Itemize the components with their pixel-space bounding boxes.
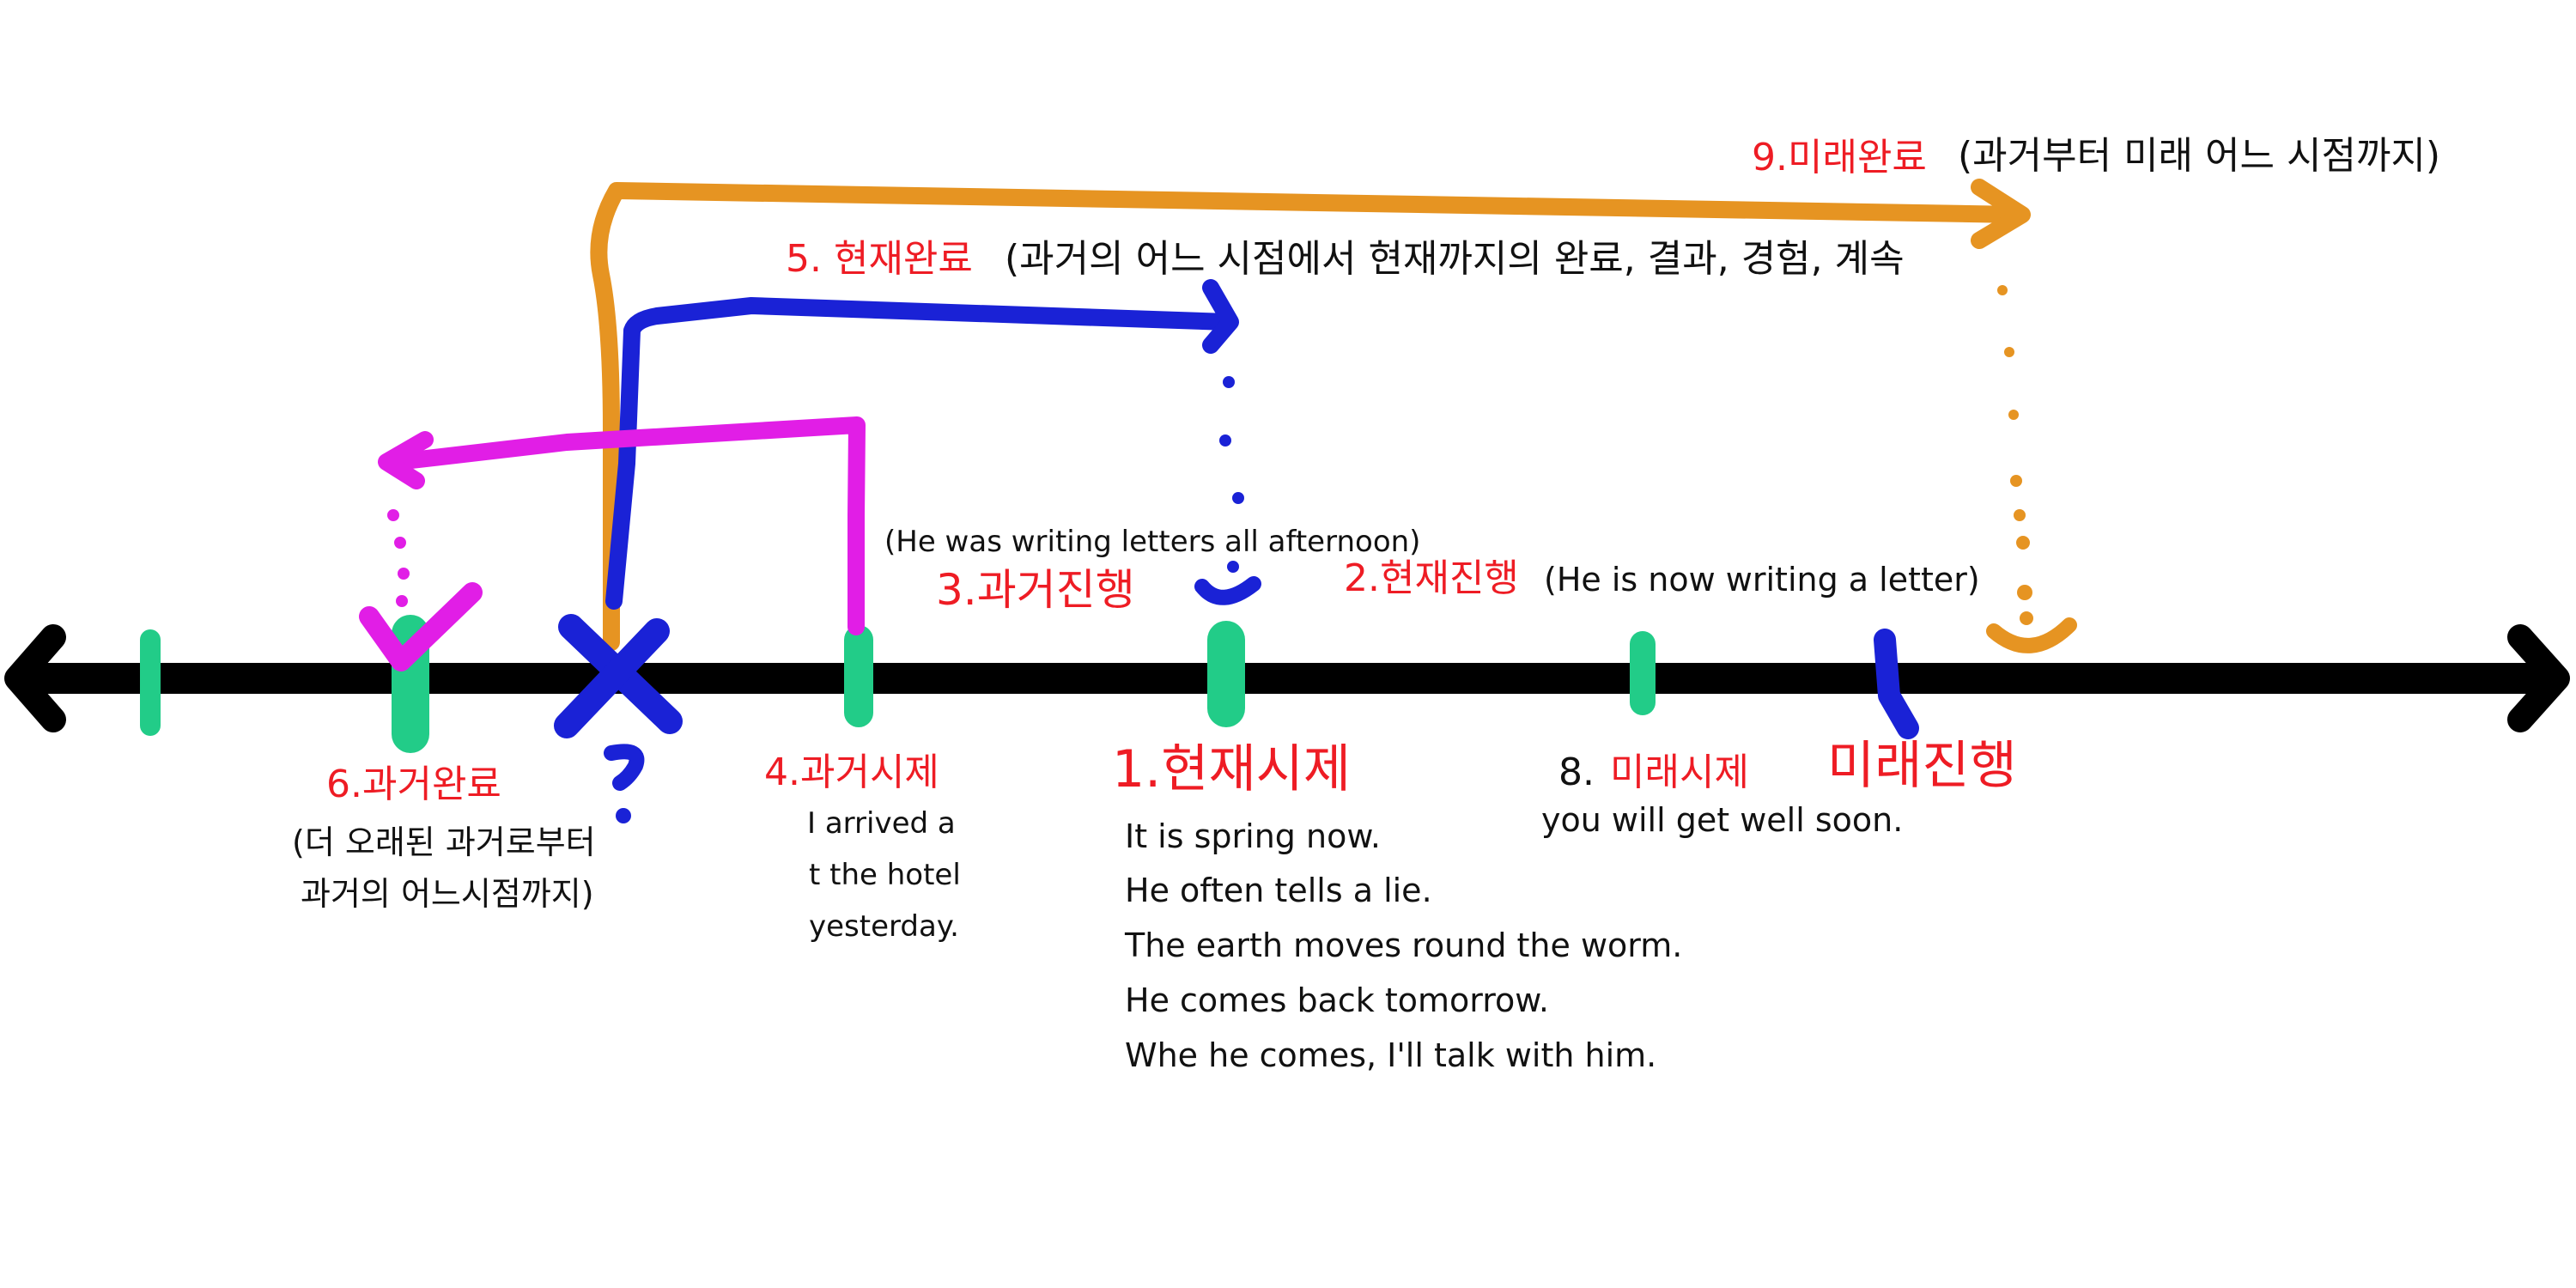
future-perfect-arrow — [590, 179, 2077, 653]
present-progressive-label: 2.현재진행 — [1344, 556, 1519, 600]
past-perfect-label: 6.과거완료 — [326, 762, 501, 806]
present-example-3: The earth moves round the worm. — [1125, 927, 1683, 964]
future-perfect-label: 9.미래완료 — [1752, 136, 1927, 179]
future-progressive-mark — [1874, 629, 1919, 739]
present-example-4: He comes back tomorrow. — [1125, 981, 1549, 1019]
past-perfect-dots — [387, 509, 410, 607]
present-perfect-description: (과거의 어느 시점에서 현재까지의 완료, 결과, 경험, 계속 — [1005, 237, 1905, 281]
future-perfect-dots — [1997, 285, 2033, 625]
past-progressive-label: 3.과거진행 — [936, 565, 1135, 615]
present-perfect-label: 5. 현재완료 — [786, 237, 973, 281]
present-perfect-arrow — [605, 279, 1261, 610]
past-perfect-description-line-2: 과거의 어느시점까지) — [301, 875, 594, 913]
timeline-right-arrowhead — [2507, 624, 2570, 732]
future-tense-label: 미래시제 — [1610, 750, 1749, 794]
question-mark — [604, 744, 645, 791]
future-tense-example: you will get well soon. — [1541, 801, 1904, 839]
present-perfect-dots — [1219, 376, 1244, 573]
present-example-2: He often tells a lie. — [1125, 872, 1432, 909]
past-tense-example-line-2: t the hotel — [809, 858, 961, 892]
past-perfect-arrow — [359, 416, 866, 671]
future-perfect-description: (과거부터 미래 어느 시점까지) — [1958, 134, 2441, 178]
starting-point-x-mark — [554, 614, 683, 738]
present-example-1: It is spring now. — [1125, 817, 1382, 855]
future-progressive-label: 미래진행 — [1827, 736, 2017, 796]
present-progressive-example: (He is now writing a letter) — [1544, 561, 1980, 598]
past-perfect-description-line-1: (더 오래된 과거로부터 — [292, 823, 596, 861]
past-tense-example-line-1: I arrived a — [807, 806, 956, 841]
past-tense-example-line-3: yesterday. — [809, 909, 959, 944]
question-mark-dot — [616, 808, 631, 823]
present-tense-label: 1.현재시제 — [1112, 739, 1352, 799]
timeline-left-arrowhead — [4, 624, 66, 732]
present-example-5: Whe he comes, I'll talk with him. — [1125, 1036, 1657, 1074]
past-progressive-example: (He was writing letters all afternoon) — [884, 525, 1421, 559]
future-tense-number: 8. — [1558, 750, 1595, 794]
past-tense-label: 4.과거시제 — [764, 750, 939, 794]
